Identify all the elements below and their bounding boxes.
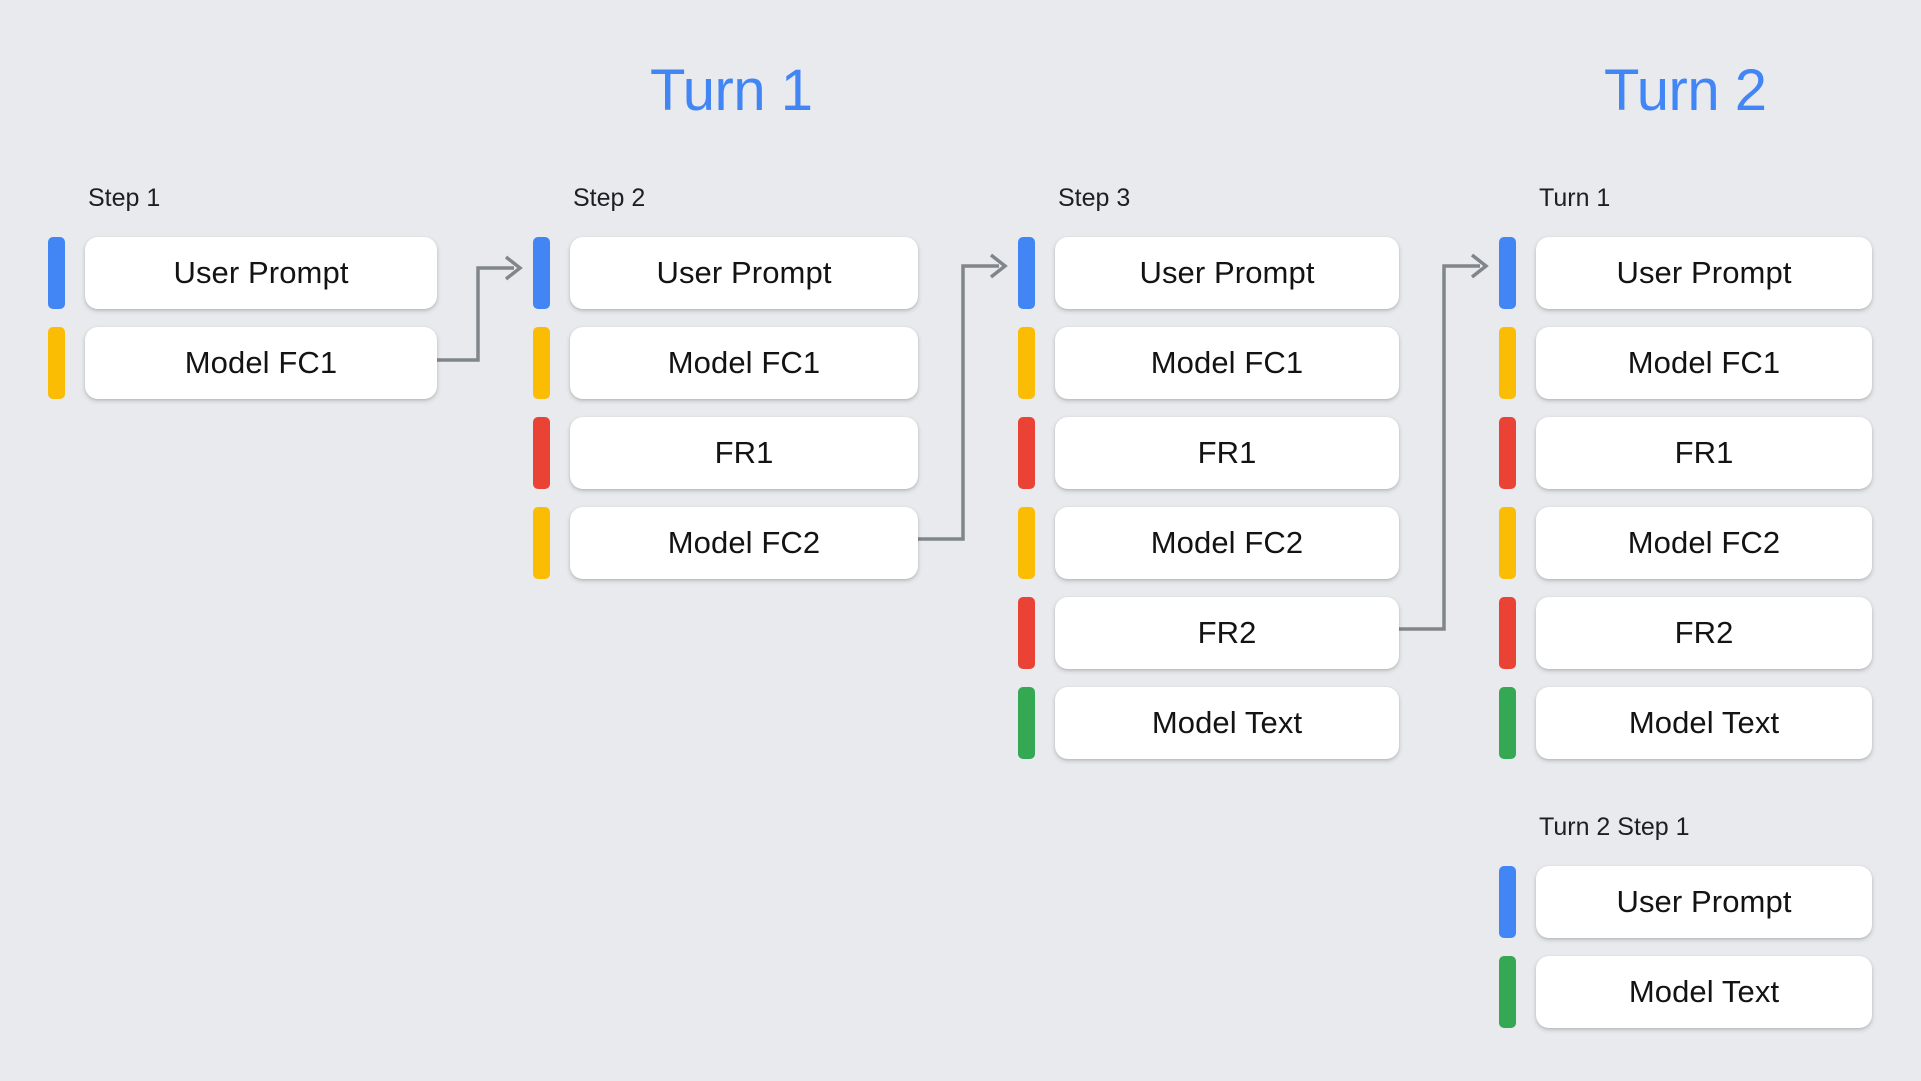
list-item[interactable]: FR2 bbox=[1499, 588, 1889, 678]
list-item[interactable]: Model Text bbox=[1499, 947, 1889, 1037]
list-item[interactable]: FR1 bbox=[533, 408, 923, 498]
group-header-turn-2-step-1: Turn 2 Step 1 bbox=[1539, 813, 1690, 841]
card-label: Model FC1 bbox=[1150, 345, 1304, 380]
card-label: User Prompt bbox=[1616, 255, 1792, 290]
column-rows-step-2: User Prompt Model FC1 FR1 Model FC2 bbox=[533, 228, 923, 588]
list-item[interactable]: User Prompt bbox=[533, 228, 923, 318]
list-item[interactable]: FR1 bbox=[1018, 408, 1408, 498]
row-color-bar-model-text bbox=[1018, 687, 1035, 759]
connector-step1-to-step2 bbox=[433, 266, 514, 362]
row-color-bar-model-function-call bbox=[1499, 507, 1516, 579]
card-label: FR2 bbox=[1197, 615, 1257, 650]
card-model-fc1[interactable]: Model FC1 bbox=[1536, 327, 1872, 399]
row-color-bar-model-text bbox=[1499, 956, 1516, 1028]
card-label: User Prompt bbox=[173, 255, 349, 290]
row-color-bar-user-prompt bbox=[533, 237, 550, 309]
list-item[interactable]: Model FC1 bbox=[48, 318, 438, 408]
list-item[interactable]: Model FC2 bbox=[1018, 498, 1408, 588]
column-rows-step-3: User Prompt Model FC1 FR1 Model FC2 bbox=[1018, 228, 1408, 768]
row-color-bar-model-text bbox=[1499, 687, 1516, 759]
row-color-bar-model-function-call bbox=[1499, 327, 1516, 399]
list-item[interactable]: User Prompt bbox=[48, 228, 438, 318]
card-model-fc1[interactable]: Model FC1 bbox=[85, 327, 437, 399]
card-user-prompt[interactable]: User Prompt bbox=[570, 237, 918, 309]
list-item[interactable]: FR1 bbox=[1499, 408, 1889, 498]
list-item[interactable]: User Prompt bbox=[1499, 228, 1889, 318]
card-model-fc2[interactable]: Model FC2 bbox=[570, 507, 918, 579]
card-label: Model FC2 bbox=[1150, 525, 1304, 560]
card-fr1[interactable]: FR1 bbox=[1536, 417, 1872, 489]
connector-step2-to-step3 bbox=[918, 264, 999, 541]
card-label: FR1 bbox=[1197, 435, 1257, 470]
list-item[interactable]: Model FC1 bbox=[1499, 318, 1889, 408]
arrowhead-step1-to-step2 bbox=[504, 255, 523, 281]
row-color-bar-function-response bbox=[1499, 597, 1516, 669]
row-color-bar-user-prompt bbox=[1499, 866, 1516, 938]
card-model-fc2[interactable]: Model FC2 bbox=[1055, 507, 1399, 579]
card-user-prompt[interactable]: User Prompt bbox=[1055, 237, 1399, 309]
card-label: FR1 bbox=[714, 435, 774, 470]
arrowhead-step3-to-turn1 bbox=[1470, 253, 1489, 279]
card-model-fc1[interactable]: Model FC1 bbox=[570, 327, 918, 399]
list-item[interactable]: Model FC1 bbox=[533, 318, 923, 408]
group-rows-turn-2-step-1: User Prompt Model Text bbox=[1499, 857, 1889, 1037]
list-item[interactable]: Model FC2 bbox=[1499, 498, 1889, 588]
column-header-step-3: Step 3 bbox=[1058, 184, 1131, 212]
card-model-fc2[interactable]: Model FC2 bbox=[1536, 507, 1872, 579]
card-label: Model FC1 bbox=[184, 345, 338, 380]
card-model-text[interactable]: Model Text bbox=[1055, 687, 1399, 759]
card-label: FR2 bbox=[1674, 615, 1734, 650]
card-label: Model FC1 bbox=[667, 345, 821, 380]
card-label: User Prompt bbox=[656, 255, 832, 290]
column-rows-turn-1: User Prompt Model FC1 FR1 Model FC2 bbox=[1499, 228, 1889, 768]
card-label: Model Text bbox=[1628, 974, 1780, 1009]
list-item[interactable]: Model Text bbox=[1499, 678, 1889, 768]
card-label: Model FC2 bbox=[667, 525, 821, 560]
card-model-text[interactable]: Model Text bbox=[1536, 687, 1872, 759]
turn-2-title: Turn 2 bbox=[1604, 58, 1767, 123]
card-user-prompt[interactable]: User Prompt bbox=[1536, 237, 1872, 309]
column-header-step-2: Step 2 bbox=[573, 184, 646, 212]
row-color-bar-model-function-call bbox=[48, 327, 65, 399]
card-label: Model FC1 bbox=[1627, 345, 1781, 380]
card-fr2[interactable]: FR2 bbox=[1536, 597, 1872, 669]
row-color-bar-user-prompt bbox=[1018, 237, 1035, 309]
card-model-fc1[interactable]: Model FC1 bbox=[1055, 327, 1399, 399]
list-item[interactable]: User Prompt bbox=[1499, 857, 1889, 947]
column-rows-step-1: User Prompt Model FC1 bbox=[48, 228, 438, 408]
card-label: FR1 bbox=[1674, 435, 1734, 470]
connector-step3-to-turn1 bbox=[1399, 264, 1480, 631]
row-color-bar-function-response bbox=[533, 417, 550, 489]
row-color-bar-user-prompt bbox=[48, 237, 65, 309]
card-fr1[interactable]: FR1 bbox=[570, 417, 918, 489]
card-label: User Prompt bbox=[1139, 255, 1315, 290]
row-color-bar-model-function-call bbox=[1018, 327, 1035, 399]
card-fr1[interactable]: FR1 bbox=[1055, 417, 1399, 489]
row-color-bar-function-response bbox=[1018, 597, 1035, 669]
turn-1-title: Turn 1 bbox=[650, 58, 813, 123]
card-label: Model Text bbox=[1628, 705, 1780, 740]
column-header-step-1: Step 1 bbox=[88, 184, 161, 212]
row-color-bar-model-function-call bbox=[533, 507, 550, 579]
list-item[interactable]: Model FC1 bbox=[1018, 318, 1408, 408]
row-color-bar-user-prompt bbox=[1499, 237, 1516, 309]
row-color-bar-model-function-call bbox=[533, 327, 550, 399]
card-user-prompt[interactable]: User Prompt bbox=[1536, 866, 1872, 938]
card-model-text[interactable]: Model Text bbox=[1536, 956, 1872, 1028]
card-label: User Prompt bbox=[1616, 884, 1792, 919]
column-header-turn-1: Turn 1 bbox=[1539, 184, 1611, 212]
row-color-bar-function-response bbox=[1018, 417, 1035, 489]
list-item[interactable]: Model Text bbox=[1018, 678, 1408, 768]
card-label: Model FC2 bbox=[1627, 525, 1781, 560]
list-item[interactable]: FR2 bbox=[1018, 588, 1408, 678]
row-color-bar-model-function-call bbox=[1018, 507, 1035, 579]
card-fr2[interactable]: FR2 bbox=[1055, 597, 1399, 669]
card-user-prompt[interactable]: User Prompt bbox=[85, 237, 437, 309]
card-label: Model Text bbox=[1151, 705, 1303, 740]
list-item[interactable]: User Prompt bbox=[1018, 228, 1408, 318]
row-color-bar-function-response bbox=[1499, 417, 1516, 489]
list-item[interactable]: Model FC2 bbox=[533, 498, 923, 588]
arrowhead-step2-to-step3 bbox=[989, 253, 1008, 279]
